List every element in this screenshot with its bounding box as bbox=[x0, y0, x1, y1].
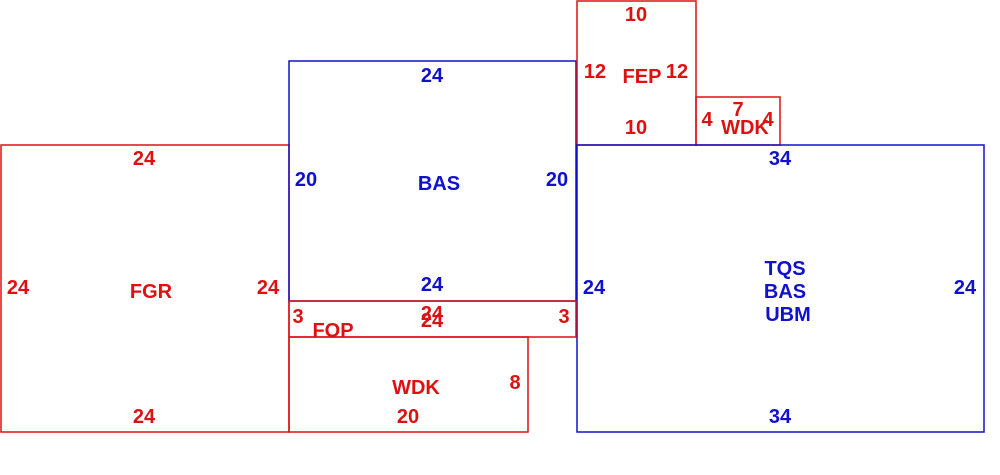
area-fop-label: FOP bbox=[312, 320, 353, 342]
area-tqs-dim-left: 24 bbox=[583, 277, 606, 299]
area-tqs: TQS BAS UBM 34 34 24 24 bbox=[576, 144, 985, 433]
area-tqs-dim-right: 24 bbox=[954, 277, 977, 299]
area-tqs-outline bbox=[576, 144, 985, 433]
area-wdk-large: WDK 20 8 bbox=[288, 336, 529, 433]
area-bas-dim-top: 24 bbox=[421, 65, 444, 87]
area-wdk-small-label: WDK bbox=[721, 117, 769, 139]
area-wdk-large-outline bbox=[288, 336, 529, 433]
area-fop-dim-top: 24 bbox=[421, 303, 444, 325]
area-fop: FOP 24 24 3 3 bbox=[288, 300, 577, 342]
area-wdk-large-dim-bottom: 20 bbox=[397, 406, 419, 428]
area-fep-label: FEP bbox=[623, 66, 662, 88]
area-tqs-label-line-1: TQS bbox=[764, 258, 805, 280]
area-fgr-dim-bottom: 24 bbox=[133, 406, 156, 428]
area-fep-dim-top: 10 bbox=[625, 4, 647, 26]
area-fop-dim-left: 3 bbox=[292, 306, 303, 328]
area-bas-dim-bottom: 24 bbox=[421, 274, 444, 296]
area-fop-dim-right: 3 bbox=[558, 306, 569, 328]
area-fep-dim-right: 12 bbox=[666, 61, 688, 83]
area-tqs-label-line-2: BAS bbox=[764, 281, 806, 303]
area-bas: BAS 24 24 20 20 bbox=[288, 60, 577, 302]
area-fgr-label: FGR bbox=[130, 281, 173, 303]
area-wdk-large-label: WDK bbox=[392, 377, 440, 399]
area-fep: FEP 10 10 12 12 bbox=[576, 0, 697, 146]
area-fop-dim-bottom: 24 bbox=[421, 310, 444, 332]
area-bas-dim-right: 20 bbox=[546, 169, 568, 191]
area-fgr: FGR 24 24 24 24 bbox=[0, 144, 290, 433]
area-fgr-dim-top: 24 bbox=[133, 148, 156, 170]
area-tqs-dim-top: 34 bbox=[769, 148, 792, 170]
area-wdk-small-dim-right: 4 bbox=[762, 109, 774, 131]
area-tqs-label-line-3: UBM bbox=[765, 304, 811, 326]
area-fgr-dim-right: 24 bbox=[257, 277, 280, 299]
area-bas-label: BAS bbox=[418, 173, 460, 195]
area-tqs-dim-bottom: 34 bbox=[769, 406, 792, 428]
area-wdk-small-dim-top: 7 bbox=[732, 99, 743, 121]
area-bas-dim-left: 20 bbox=[295, 169, 317, 191]
area-wdk-large-dim-right: 8 bbox=[509, 372, 520, 394]
area-wdk-small-dim-left: 4 bbox=[701, 109, 713, 131]
area-fgr-dim-left: 24 bbox=[7, 277, 30, 299]
area-fep-dim-bottom: 10 bbox=[625, 117, 647, 139]
area-fep-dim-left: 12 bbox=[584, 61, 606, 83]
area-wdk-small: WDK 7 4 4 bbox=[695, 96, 781, 146]
